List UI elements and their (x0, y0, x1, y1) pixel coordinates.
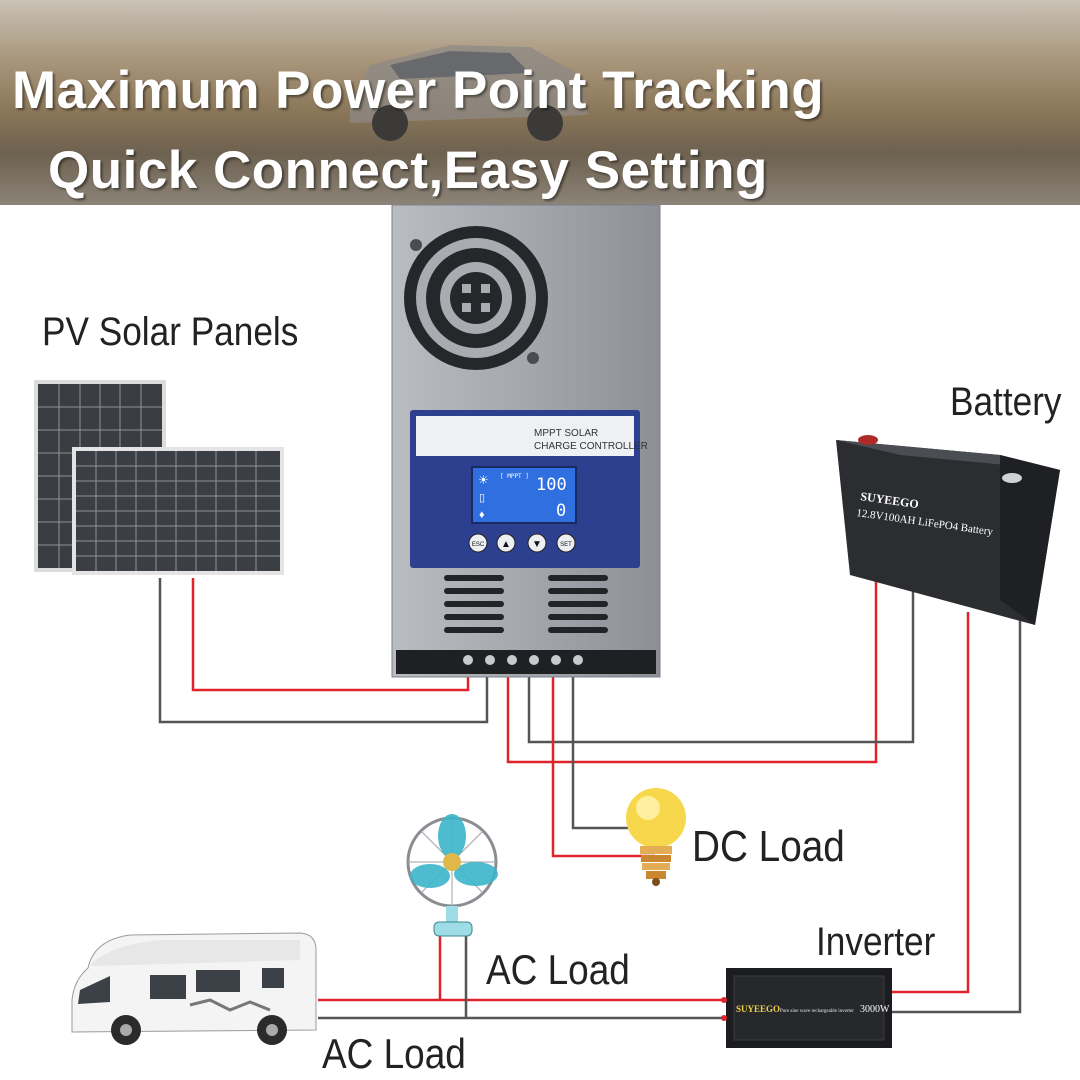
inverter: SUYEEGO Pure sine wave rechargeable inve… (721, 968, 892, 1048)
wire-battery-negative (527, 590, 915, 744)
up-button[interactable]: ▲ (496, 533, 516, 553)
charge-controller: MPPT SOLAR CHARGE CONTROLLER ☀ ▯ ♦ [ MPP… (391, 204, 661, 678)
lcd-bulb-icon: ♦ (479, 509, 485, 521)
terminal-block (396, 650, 656, 674)
lcd-value-top: 100 (536, 475, 567, 495)
wire-dcload-negative (571, 668, 655, 830)
banner-photo (0, 0, 1080, 205)
motorhome-icon (71, 932, 317, 1045)
controller-buttons: ESC ▲ ▼ SET (468, 533, 576, 553)
fan-grille-icon (404, 226, 548, 370)
wire-battery-positive (506, 445, 878, 764)
vent-slots (444, 575, 608, 633)
label-battery: Battery (950, 380, 1062, 424)
inverter-brand: SUYEEGO (736, 1004, 780, 1014)
set-button-label: SET (560, 542, 572, 548)
label-ac-load-rv: AC Load (322, 1030, 466, 1077)
wire-inverter-negative (880, 612, 1022, 1014)
inverter-description: Pure sine wave rechargeable inverter (780, 1009, 854, 1014)
banner-subtitle: Quick Connect,Easy Setting (48, 141, 768, 200)
label-ac-load-fan: AC Load (486, 946, 630, 993)
wire-dcload-positive (551, 668, 655, 858)
banner-title: Maximum Power Point Tracking (12, 61, 825, 120)
set-button[interactable]: SET (556, 533, 576, 553)
lcd-sun-icon: ☀ (478, 473, 489, 487)
wire-pv-negative (158, 578, 489, 724)
solar-panel-front (72, 447, 284, 575)
inverter-power: 3000W (860, 1004, 890, 1015)
label-pv-solar-panels: PV Solar Panels (42, 310, 299, 354)
esc-button-label: ESC (472, 542, 485, 548)
wires (158, 445, 1022, 1020)
battery: SUYEEGO 12.8V100AH LiFePO4 Battery (836, 435, 1060, 625)
lcd-mode: [ MPPT ] (500, 473, 529, 480)
down-arrow-icon: ▼ (532, 539, 542, 550)
controller-title-line2: CHARGE CONTROLLER (534, 441, 648, 452)
light-bulb-icon (626, 788, 686, 886)
wire-pv-positive (191, 578, 470, 692)
solar-panels (34, 380, 284, 575)
lcd-value-bottom: 0 (556, 501, 566, 521)
wire-inverter-positive (880, 612, 970, 994)
up-arrow-icon: ▲ (501, 539, 511, 550)
label-dc-load: DC Load (692, 822, 845, 871)
esc-button[interactable]: ESC (468, 533, 488, 553)
lcd-battery-icon: ▯ (479, 492, 485, 504)
truck-silhouette (350, 45, 588, 141)
label-inverter: Inverter (816, 920, 936, 964)
fan-icon (406, 814, 498, 937)
controller-title-line1: MPPT SOLAR (534, 428, 598, 439)
down-button[interactable]: ▼ (527, 533, 547, 553)
